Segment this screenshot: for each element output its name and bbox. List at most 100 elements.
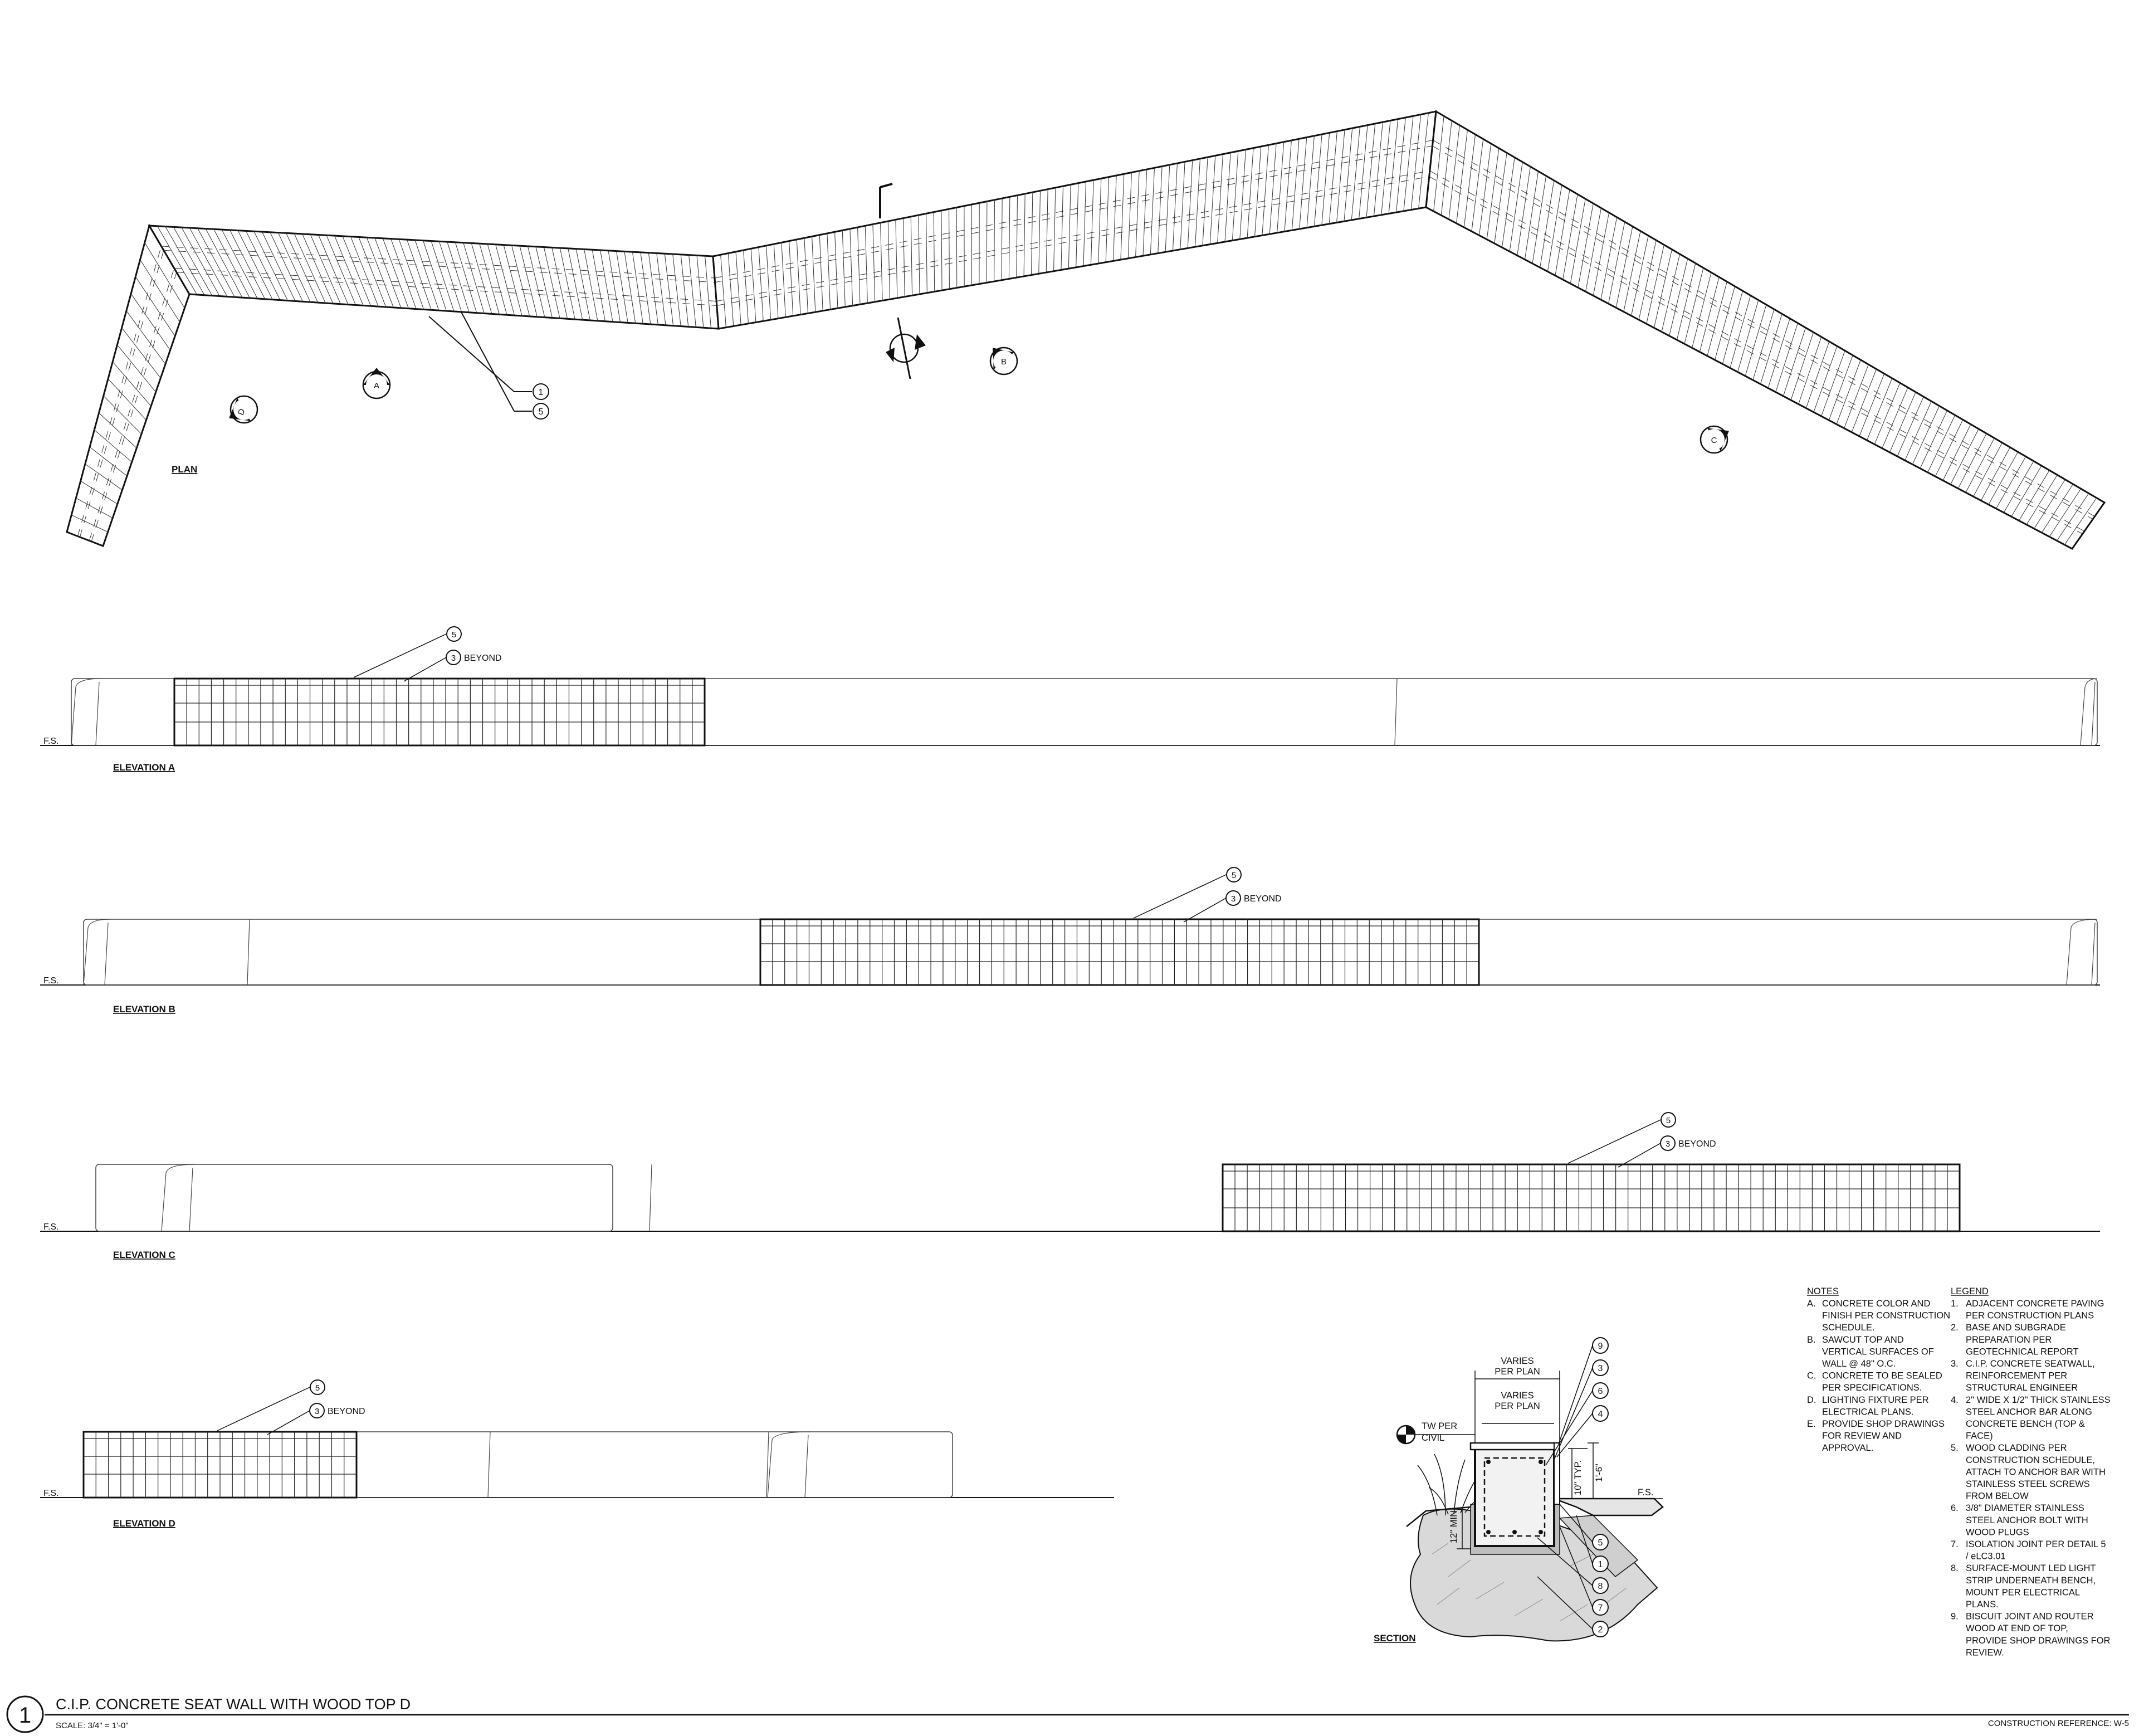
svg-text:5: 5 bbox=[315, 1383, 320, 1393]
notes-title: NOTES bbox=[1807, 1286, 1839, 1296]
notes-item-key: E. bbox=[1807, 1419, 1816, 1429]
section-marker-b[interactable]: B bbox=[983, 339, 1018, 376]
notes-item-line: PER SPECIFICATIONS. bbox=[1822, 1383, 1922, 1393]
elevation-label: ELEVATION A bbox=[113, 762, 175, 773]
section-callout-number: 9 bbox=[1598, 1342, 1603, 1351]
notes-item-key: A. bbox=[1807, 1299, 1816, 1309]
section-callout-number: 5 bbox=[1598, 1538, 1603, 1548]
svg-text:5: 5 bbox=[1666, 1116, 1671, 1125]
notes-item-line: VERTICAL SURFACES OF bbox=[1822, 1347, 1934, 1357]
orientation-flag-icon bbox=[879, 183, 893, 218]
section-marker-c[interactable]: C bbox=[1700, 420, 1736, 454]
legend-item-line: BASE AND SUBGRADE bbox=[1966, 1323, 2066, 1333]
legend-item-key: 6. bbox=[1951, 1503, 1959, 1513]
section-marker-b-letter: B bbox=[1001, 357, 1007, 367]
svg-text:12" MIN.: 12" MIN. bbox=[1449, 1508, 1459, 1543]
wood-cladding bbox=[82, 1431, 358, 1499]
detail-scale: SCALE: 3/4" = 1'-0" bbox=[56, 1721, 129, 1730]
section-view: VARIES PER PLAN VARIES PER PLAN 10" TYP.… bbox=[1374, 1337, 1664, 1644]
legend-item-key: 9. bbox=[1951, 1612, 1959, 1622]
adjacent-paving bbox=[1554, 1498, 1664, 1516]
section-marker-d[interactable]: D bbox=[222, 395, 258, 430]
fs-label: F.S. bbox=[43, 1489, 59, 1498]
svg-text:1'-6": 1'-6" bbox=[1594, 1464, 1604, 1482]
legend-item-line: STRIP UNDERNEATH BENCH, bbox=[1966, 1576, 2096, 1586]
notes-item-key: B. bbox=[1807, 1335, 1816, 1345]
section-marker-c-letter: C bbox=[1711, 436, 1717, 445]
section-cut-marker[interactable] bbox=[886, 317, 926, 379]
svg-text:3: 3 bbox=[315, 1407, 319, 1416]
section-dim-text: VARIES PER PLAN VARIES PER PLAN 10" TYP.… bbox=[1449, 1356, 1663, 1543]
legend-item-line: CONCRETE BENCH (TOP & bbox=[1966, 1419, 2085, 1429]
plan-wall-segment-a bbox=[148, 225, 720, 330]
section-callout-number: 4 bbox=[1598, 1410, 1603, 1419]
legend-item-line: WOOD AT END OF TOP, bbox=[1966, 1623, 2068, 1633]
legend-item-key: 8. bbox=[1951, 1563, 1959, 1573]
legend-item-line: STEEL ANCHOR BAR ALONG bbox=[1966, 1407, 2092, 1417]
legend-item-line: 3/8" DIAMETER STAINLESS bbox=[1966, 1503, 2084, 1513]
notes-item-line: FOR REVIEW AND bbox=[1822, 1431, 1902, 1441]
section-label: SECTION bbox=[1374, 1633, 1416, 1644]
notes-item-line: SAWCUT TOP AND bbox=[1822, 1335, 1904, 1345]
wood-cladding bbox=[173, 677, 706, 747]
legend-item-line: STRUCTURAL ENGINEER bbox=[1966, 1383, 2078, 1393]
notes-item-line: LIGHTING FIXTURE PER bbox=[1822, 1395, 1929, 1405]
section-callout-number: 1 bbox=[1598, 1560, 1603, 1569]
notes-item-key: C. bbox=[1807, 1371, 1816, 1381]
legend-item-line: GEOTECHNICAL REPORT bbox=[1966, 1347, 2079, 1357]
title-block: 1 C.I.P. CONCRETE SEAT WALL WITH WOOD TO… bbox=[6, 1695, 2129, 1733]
notes-item-line: PROVIDE SHOP DRAWINGS bbox=[1822, 1419, 1945, 1429]
legend-item-line: PROVIDE SHOP DRAWINGS FOR bbox=[1966, 1636, 2111, 1646]
svg-text:3: 3 bbox=[1666, 1139, 1670, 1149]
svg-text:3: 3 bbox=[1231, 894, 1235, 904]
svg-text:5: 5 bbox=[452, 630, 456, 640]
legend-item-key: 2. bbox=[1951, 1323, 1959, 1333]
svg-text:3: 3 bbox=[451, 654, 456, 663]
reinforcement bbox=[1483, 1457, 1546, 1537]
legend-item-line: ISOLATION JOINT PER DETAIL 5 bbox=[1966, 1539, 2106, 1549]
plan-wall-segment-b bbox=[712, 110, 1437, 330]
detail-number: 1 bbox=[19, 1703, 31, 1728]
plan-view: PLAN A B C D bbox=[66, 110, 2106, 550]
planting-icon bbox=[1417, 1454, 1482, 1516]
legend-item-line: FACE) bbox=[1966, 1431, 1993, 1441]
legend-item-line: CONSTRUCTION SCHEDULE, bbox=[1966, 1455, 2095, 1465]
rebar-dots bbox=[1486, 1460, 1543, 1534]
fs-label: F.S. bbox=[43, 737, 59, 746]
notes-item-line: SCHEDULE. bbox=[1822, 1323, 1874, 1333]
svg-text:VARIES: VARIES bbox=[1501, 1356, 1534, 1366]
legend-item-line: C.I.P. CONCRETE SEATWALL, bbox=[1966, 1359, 2095, 1369]
section-marker-a[interactable]: A bbox=[362, 368, 391, 399]
left-grade-line bbox=[1406, 1506, 1471, 1527]
wood-cladding bbox=[1222, 1163, 1961, 1232]
section-callout-number: 7 bbox=[1598, 1603, 1603, 1613]
legend-item-line: PER CONSTRUCTION PLANS bbox=[1966, 1311, 2094, 1321]
section-callout-number: 2 bbox=[1598, 1625, 1603, 1635]
legend-item-line: BISCUIT JOINT AND ROUTER bbox=[1966, 1612, 2094, 1622]
section-dimensions bbox=[1457, 1371, 1599, 1549]
callout-5-number: 5 bbox=[539, 407, 544, 417]
detail-number-circle bbox=[6, 1695, 44, 1733]
legend-item-key: 5. bbox=[1951, 1443, 1959, 1453]
section-callout-number: 3 bbox=[1598, 1364, 1603, 1373]
callout-1-number: 1 bbox=[539, 388, 544, 397]
plan-seat-wall bbox=[66, 110, 2106, 550]
legend-item-key: 7. bbox=[1951, 1539, 1959, 1549]
notes-item-key: D. bbox=[1807, 1395, 1816, 1405]
svg-text:BEYOND: BEYOND bbox=[1678, 1139, 1716, 1149]
fs-label: F.S. bbox=[43, 1222, 59, 1232]
legend-item-key: 3. bbox=[1951, 1359, 1959, 1369]
legend-title: LEGEND bbox=[1951, 1286, 1989, 1296]
section-marker-a-letter: A bbox=[374, 381, 379, 391]
svg-text:10" TYP.: 10" TYP. bbox=[1573, 1460, 1583, 1495]
svg-text:PER PLAN: PER PLAN bbox=[1495, 1367, 1540, 1377]
plan-callouts: 1 5 bbox=[428, 311, 549, 420]
legend-item-key: 1. bbox=[1951, 1299, 1959, 1309]
